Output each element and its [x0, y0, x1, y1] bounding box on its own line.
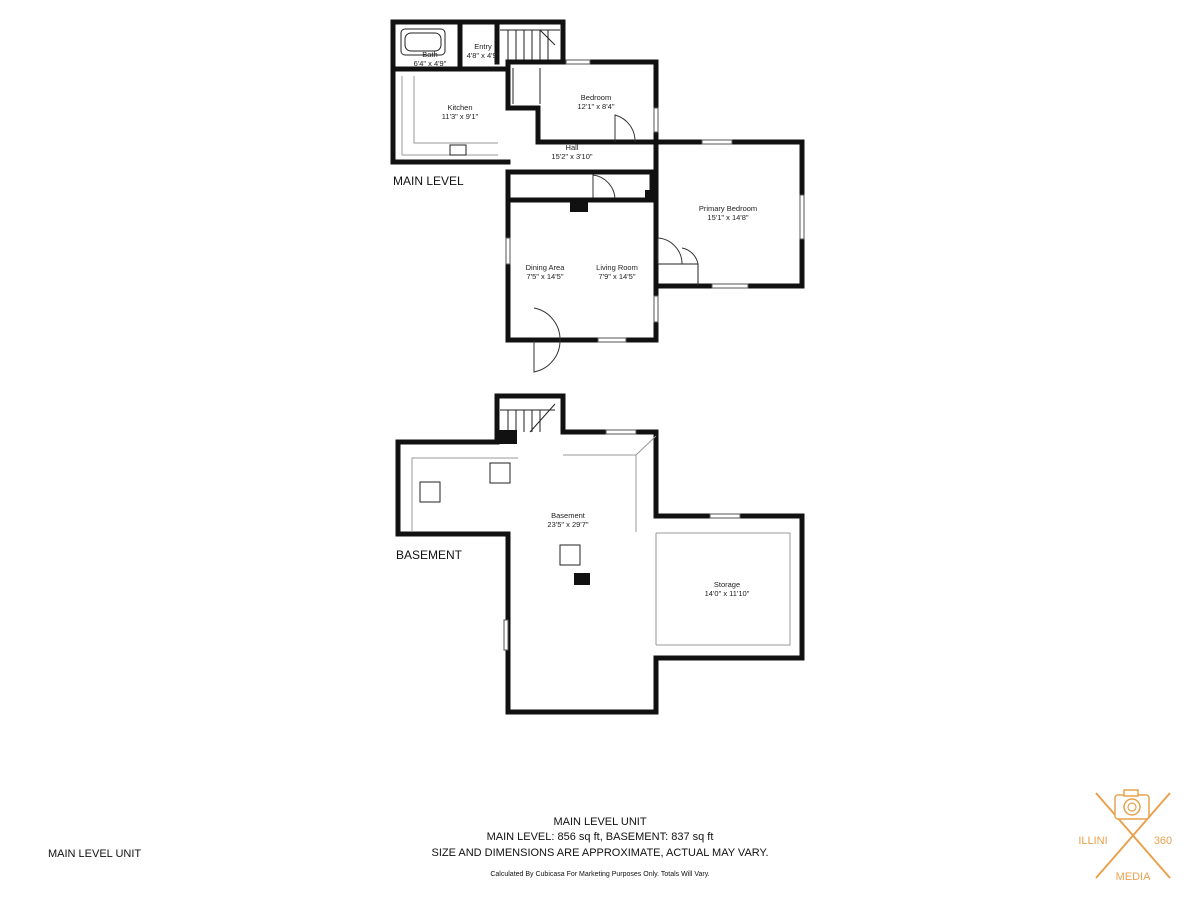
basement-plan	[395, 393, 805, 715]
footer-disclaimer: SIZE AND DIMENSIONS ARE APPROXIMATE, ACT…	[431, 847, 769, 859]
logo-text-left: ILLINI	[1078, 835, 1107, 847]
room-dims-kitchen: 11'3" x 9'1"	[442, 112, 479, 121]
room-dims-basement: 23'5" x 29'7"	[547, 520, 588, 529]
room-dims-dining-area: 7'5" x 14'5"	[527, 272, 564, 281]
room-name-bedroom: Bedroom	[581, 93, 611, 102]
room-dims-primary-bedroom: 15'1" x 14'8"	[707, 213, 748, 222]
room-name-entry: Entry	[474, 42, 492, 51]
camera-icon	[1114, 789, 1150, 820]
room-dims-storage: 14'0" x 11'10"	[705, 589, 750, 598]
footer-credit: Calculated By Cubicasa For Marketing Pur…	[490, 871, 710, 878]
main-stairs	[500, 29, 560, 60]
main-level-label: MAIN LEVEL	[393, 174, 464, 188]
bathtub	[400, 28, 446, 56]
room-name-bath: Bath	[422, 50, 437, 59]
room-dims-living-room: 7'9" x 14'5"	[599, 272, 636, 281]
logo-text-bottom: MEDIA	[1116, 871, 1152, 883]
room-name-storage: Storage	[714, 580, 740, 589]
basement-stairs	[500, 403, 556, 433]
footer-areas: MAIN LEVEL: 856 sq ft, BASEMENT: 837 sq …	[486, 831, 714, 843]
room-name-hall: Hall	[566, 143, 579, 152]
unit-label: MAIN LEVEL UNIT	[48, 848, 142, 860]
room-name-living-room: Living Room	[596, 263, 638, 272]
room-name-basement: Basement	[551, 511, 586, 520]
room-name-dining-area: Dining Area	[526, 263, 566, 272]
room-labels: Bath 6'4" x 4'9" Entry 4'8" x 4'9" Kitch…	[414, 42, 758, 598]
footer-title: MAIN LEVEL UNIT	[553, 816, 647, 828]
basement-label: BASEMENT	[396, 548, 463, 562]
room-dims-hall: 15'2" x 3'10"	[551, 152, 592, 161]
room-dims-bath: 6'4" x 4'9"	[414, 59, 447, 68]
room-dims-entry: 4'8" x 4'9"	[467, 51, 500, 60]
room-name-primary-bedroom: Primary Bedroom	[699, 204, 757, 213]
room-name-kitchen: Kitchen	[447, 103, 472, 112]
main-level-plan	[390, 19, 805, 373]
illini-360-media-logo: ILLINI 360 MEDIA	[1074, 789, 1180, 883]
logo-text-right: 360	[1154, 835, 1172, 847]
room-dims-bedroom: 12'1" x 8'4"	[578, 102, 615, 111]
